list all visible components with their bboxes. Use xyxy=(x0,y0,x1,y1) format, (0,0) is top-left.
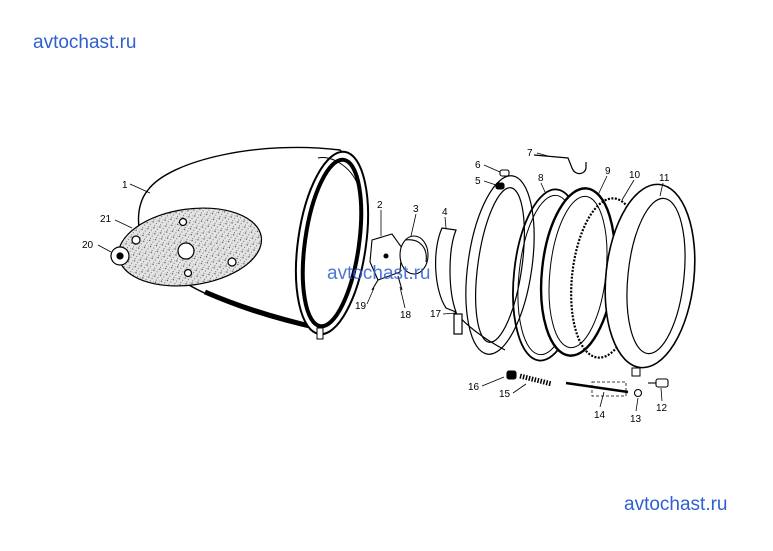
callout-8: 8 xyxy=(538,173,544,184)
watermark-top: avtochast.ru xyxy=(33,32,137,53)
callout-19: 19 xyxy=(355,301,367,312)
callout-18: 18 xyxy=(400,310,412,321)
grommet xyxy=(110,246,130,266)
watermark-bottom: avtochast.ru xyxy=(624,494,728,515)
callout-13: 13 xyxy=(630,414,642,425)
callout-10: 10 xyxy=(629,170,641,181)
callout-14: 14 xyxy=(594,410,606,421)
callout-3: 3 xyxy=(413,204,419,215)
callout-4: 4 xyxy=(442,207,448,218)
spring-clips xyxy=(495,169,510,190)
callout-16: 16 xyxy=(468,382,480,393)
reflector xyxy=(435,175,535,355)
callout-12: 12 xyxy=(656,403,668,414)
housing-shell xyxy=(137,146,370,340)
callout-11: 11 xyxy=(659,173,670,184)
callout-17: 17 xyxy=(430,309,442,320)
callout-6: 6 xyxy=(475,160,481,171)
callout-20: 20 xyxy=(82,240,94,251)
bulb-holder xyxy=(369,233,429,291)
trim-ring xyxy=(604,183,696,377)
wire-spring xyxy=(533,154,587,175)
watermark-middle: avtochast.ru xyxy=(327,263,431,284)
callout-2: 2 xyxy=(377,200,383,211)
callout-5: 5 xyxy=(475,176,481,187)
fasteners xyxy=(506,370,669,398)
callout-21: 21 xyxy=(100,214,112,225)
callout-15: 15 xyxy=(499,389,511,400)
callout-1: 1 xyxy=(122,180,128,191)
leader-lines xyxy=(97,152,664,412)
callout-7: 7 xyxy=(527,148,533,159)
callout-numbers: 1 21 20 2 3 4 5 6 7 8 9 10 11 17 18 19 1… xyxy=(82,148,670,425)
callout-9: 9 xyxy=(605,166,611,177)
rear-cover-plate xyxy=(117,207,263,287)
